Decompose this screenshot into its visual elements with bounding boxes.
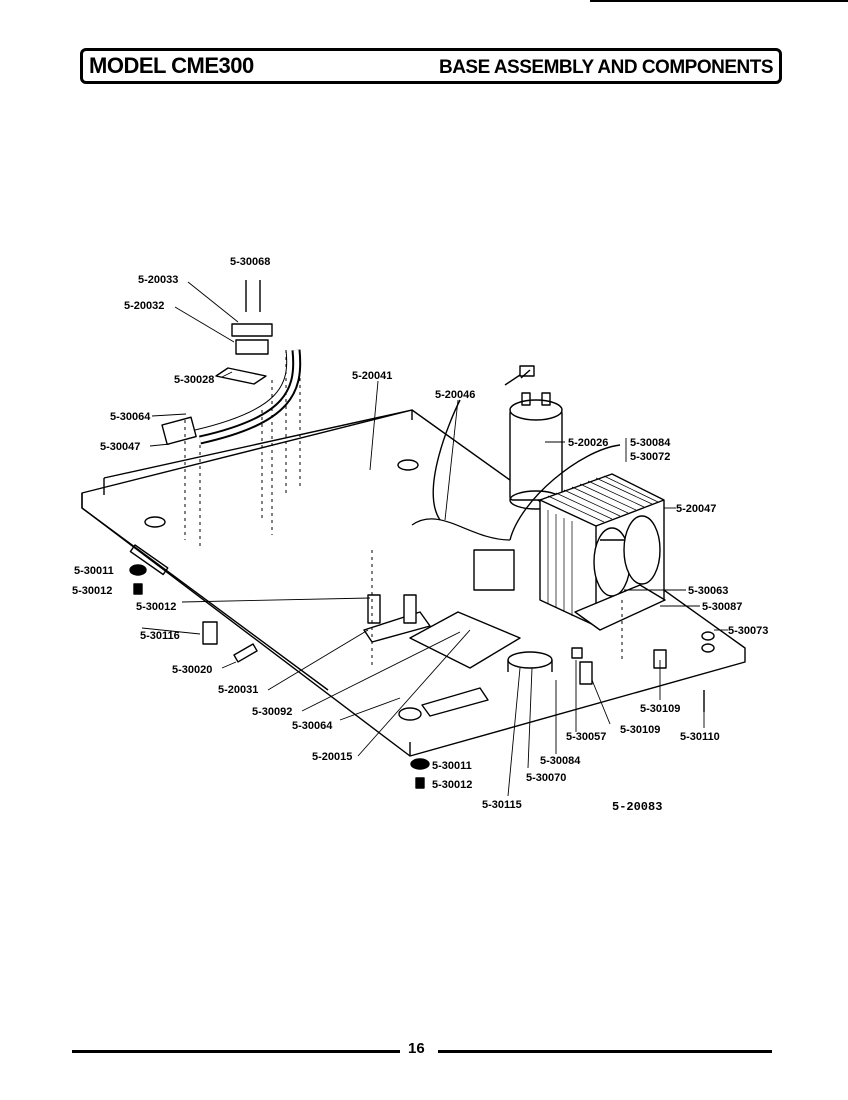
section-title: BASE ASSEMBLY AND COMPONENTS <box>438 57 774 78</box>
part-label: 5-30109 <box>620 724 660 736</box>
part-label: 5-30012 <box>432 779 472 791</box>
part-label: 5-20047 <box>676 503 716 515</box>
top-rule <box>590 0 848 2</box>
part-labels: 5-30068 5-20033 5-20032 5-30028 5-20041 … <box>72 256 768 811</box>
part-label: 5-20041 <box>352 370 392 382</box>
part-label: 5-30116 <box>140 630 180 642</box>
footer-rule-right <box>438 1050 772 1053</box>
part-label: 5-30047 <box>100 441 140 453</box>
small-parts <box>129 280 715 789</box>
part-label: 5-30073 <box>728 625 768 637</box>
part-label: 5-20026 <box>568 437 608 449</box>
part-label: 5-30012 <box>72 585 112 597</box>
part-label: 5-20046 <box>435 389 475 401</box>
part-label: 5-30064 <box>110 411 151 423</box>
part-label: 5-30109 <box>640 703 680 715</box>
page-number: 16 <box>408 1040 425 1057</box>
page-header: MODEL CME300 BASE ASSEMBLY AND COMPONENT… <box>80 48 782 84</box>
footer-rule-left <box>72 1050 400 1053</box>
part-label: 5-30020 <box>172 664 212 676</box>
part-label: 5-30011 <box>74 565 114 577</box>
part-label: 5-30028 <box>174 374 214 386</box>
part-label: 5-30011 <box>432 760 472 772</box>
part-label: 5-30115 <box>482 799 522 811</box>
part-label: 5-30063 <box>688 585 728 597</box>
part-label: 5-30084 <box>540 755 581 767</box>
part-label: 5-20015 <box>312 751 352 763</box>
transformer <box>539 473 666 631</box>
drawing-number: 5-20083 <box>612 800 663 814</box>
interlock-switches <box>367 594 667 685</box>
part-label: 5-30012 <box>136 601 176 613</box>
part-label: 5-30068 <box>230 256 270 268</box>
part-label: 5-30092 <box>252 706 292 718</box>
base-pan <box>81 409 746 757</box>
part-label: 5-30057 <box>566 731 606 743</box>
part-label: 5-30084 <box>630 437 671 449</box>
part-label: 5-20033 <box>138 274 178 286</box>
part-label: 5-30064 <box>292 720 333 732</box>
leader-lines <box>141 281 728 797</box>
part-label: 5-30110 <box>680 731 720 743</box>
part-label: 5-30087 <box>702 601 742 613</box>
capacitor <box>504 365 563 510</box>
part-label: 5-20032 <box>124 300 164 312</box>
assembly-lines <box>184 350 623 665</box>
wire-harness <box>194 349 621 541</box>
terminal-blocks <box>161 323 521 717</box>
model-title: MODEL CME300 <box>89 53 254 78</box>
part-label: 5-30070 <box>526 772 566 784</box>
part-label: 5-20031 <box>218 684 258 696</box>
part-label: 5-30072 <box>630 451 670 463</box>
